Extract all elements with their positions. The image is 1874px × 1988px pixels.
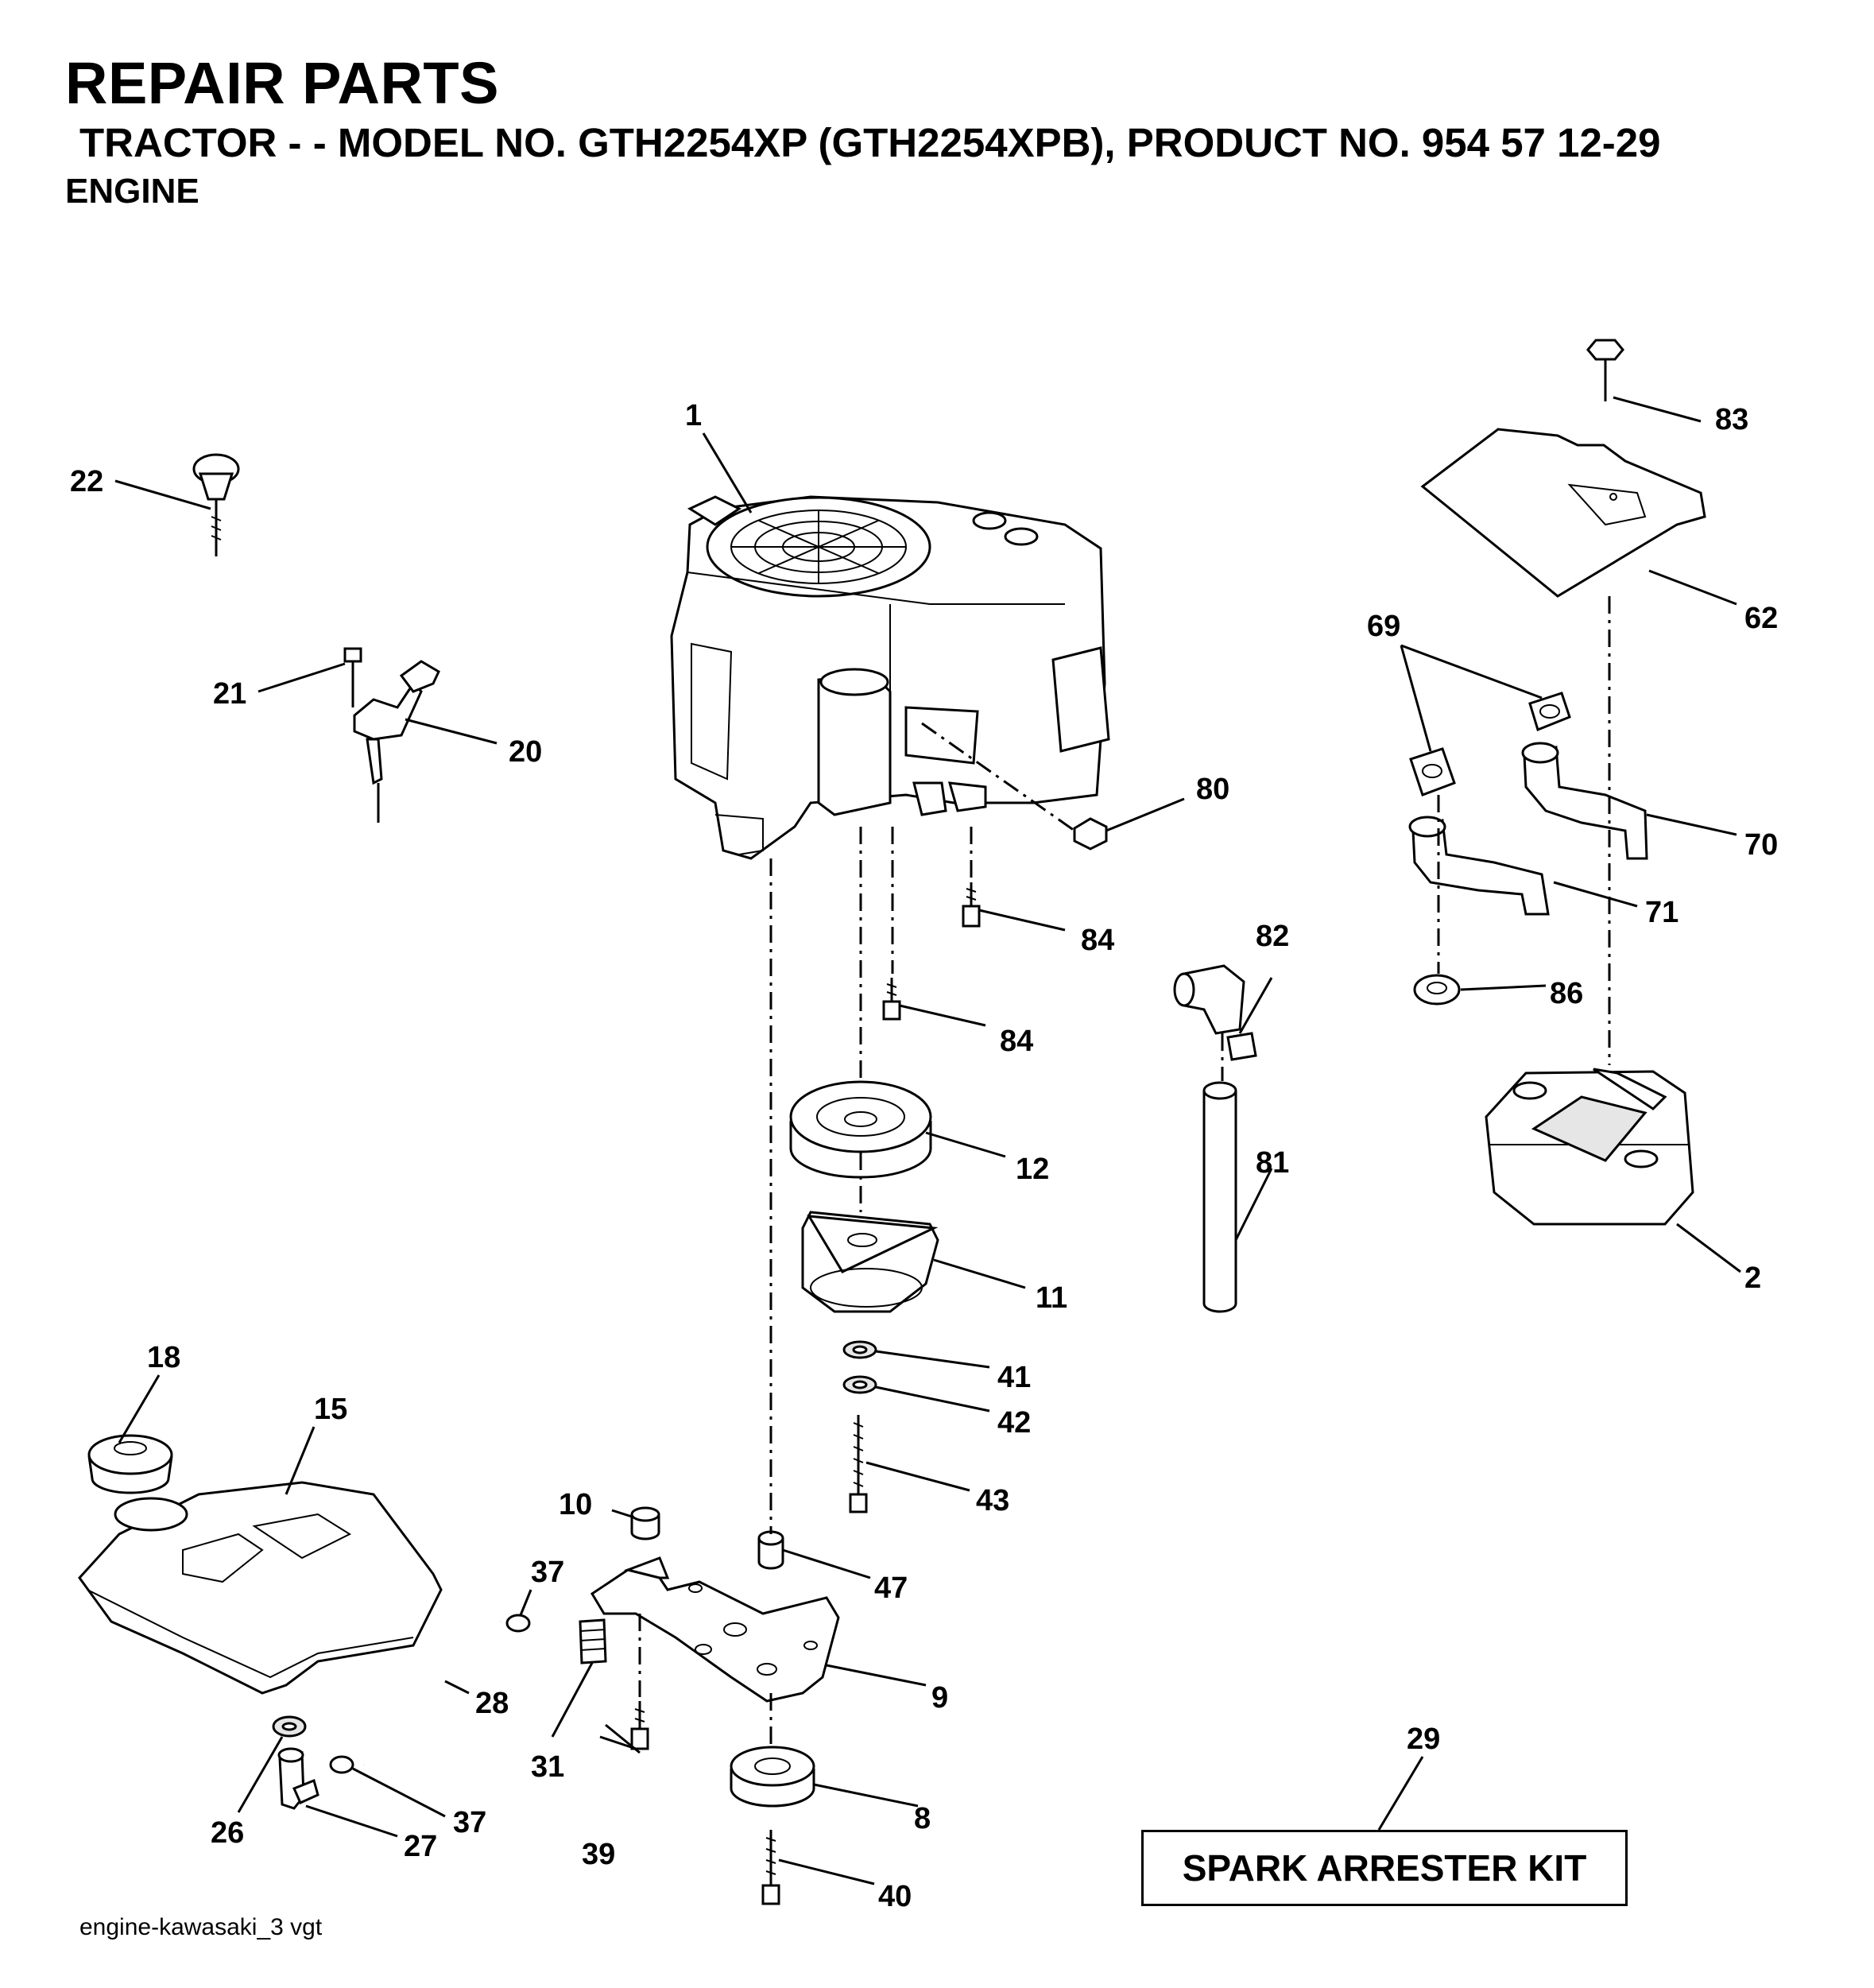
- part-84-bolt-lower: [882, 978, 901, 1021]
- callout-39: 39: [582, 1838, 615, 1871]
- part-15-fuel-tank: [78, 1481, 443, 1695]
- part-82-elbow: [1173, 964, 1257, 1061]
- callout-70: 70: [1744, 828, 1778, 862]
- part-11-clutch: [801, 1211, 939, 1313]
- callout-43: 43: [976, 1484, 1009, 1517]
- part-83-knob-bolt: [1586, 339, 1624, 401]
- callout-10: 10: [559, 1488, 592, 1521]
- section-heading: ENGINE: [65, 172, 199, 211]
- part-71-exhaust-pipe: [1408, 816, 1550, 916]
- callout-29: 29: [1407, 1723, 1440, 1756]
- callout-9: 9: [931, 1681, 948, 1715]
- part-42-washer: [842, 1375, 877, 1394]
- callout-37-upper: 37: [531, 1556, 564, 1589]
- callout-15: 15: [314, 1393, 347, 1426]
- part-31-spring: [579, 1618, 607, 1664]
- part-47-spacer: [757, 1530, 784, 1570]
- part-40-bolt: [761, 1830, 780, 1905]
- part-70-exhaust-pipe: [1521, 742, 1648, 860]
- callout-21: 21: [213, 677, 246, 711]
- callout-1: 1: [685, 399, 702, 432]
- part-10-spacer: [630, 1506, 660, 1540]
- callout-82: 82: [1256, 920, 1289, 953]
- callout-80: 80: [1196, 773, 1229, 806]
- callout-2: 2: [1744, 1261, 1761, 1295]
- assembly-dash-lines: [638, 596, 1611, 1749]
- part-2-muffler: [1485, 1068, 1694, 1226]
- callout-86: 86: [1550, 977, 1583, 1010]
- part-84-bolt-upper: [962, 882, 981, 928]
- part-26-grommet: [272, 1715, 307, 1738]
- spark-arrester-kit-label: SPARK ARRESTER KIT: [1182, 1847, 1587, 1889]
- callout-83: 83: [1715, 403, 1748, 436]
- part-62-shield: [1420, 428, 1706, 598]
- part-86-nut: [1413, 974, 1461, 1006]
- part-43-bolt: [849, 1415, 868, 1513]
- part-69-gasket-upper: [1528, 692, 1571, 732]
- callout-81: 81: [1256, 1146, 1289, 1180]
- part-39-bolt: [630, 1701, 649, 1750]
- callout-11: 11: [1036, 1281, 1067, 1315]
- part-27-fuel-fitting: [277, 1747, 319, 1810]
- callout-69: 69: [1367, 610, 1400, 643]
- callout-71: 71: [1645, 896, 1678, 929]
- part-69-gasket-lower: [1409, 747, 1456, 796]
- callout-22: 22: [70, 465, 103, 498]
- callout-26: 26: [211, 1816, 244, 1850]
- part-22-knob: [192, 453, 240, 556]
- part-37-clamp-lower: [329, 1755, 354, 1774]
- part-28-fuel-line: [363, 1620, 502, 1766]
- callout-12: 12: [1016, 1153, 1049, 1186]
- callout-42: 42: [997, 1406, 1031, 1440]
- part-1-engine: [670, 495, 1110, 860]
- part-18-fuel-cap: [87, 1434, 173, 1494]
- spark-arrester-kit-box: SPARK ARRESTER KIT: [1141, 1830, 1628, 1906]
- drawing-reference: engine-kawasaki_3 vgt: [79, 1914, 323, 1940]
- callout-28: 28: [475, 1687, 509, 1720]
- part-8-idler-pulley: [730, 1746, 815, 1808]
- part-20-21-throttle-bracket: [343, 647, 440, 823]
- callout-62: 62: [1744, 602, 1778, 635]
- part-12-pulley: [789, 1080, 932, 1179]
- callout-18: 18: [147, 1341, 180, 1374]
- part-41-washer: [842, 1340, 877, 1359]
- leader-lines: [114, 396, 1741, 1885]
- part-9-idler-bracket: [590, 1556, 840, 1703]
- part-37-clamp-upper: [505, 1614, 531, 1633]
- part-81-tube: [1202, 1081, 1237, 1313]
- callout-84-lower: 84: [1000, 1025, 1033, 1058]
- callout-47: 47: [874, 1571, 908, 1605]
- callout-37-lower: 37: [453, 1806, 486, 1839]
- callout-40: 40: [878, 1880, 912, 1913]
- model-subtitle: TRACTOR - - MODEL NO. GTH2254XP (GTH2254…: [79, 120, 1661, 165]
- callout-labels: 1 2 8 9 10 11 12 15 18 20 21 22 26 27 28…: [70, 399, 1778, 1913]
- callout-41: 41: [997, 1361, 1031, 1394]
- part-80-nut: [1073, 817, 1108, 851]
- callout-20: 20: [509, 735, 542, 769]
- callout-31: 31: [531, 1750, 564, 1784]
- callout-84-upper: 84: [1081, 924, 1114, 957]
- callout-8: 8: [914, 1802, 931, 1835]
- page-title: REPAIR PARTS: [65, 50, 499, 116]
- callout-27: 27: [404, 1830, 437, 1863]
